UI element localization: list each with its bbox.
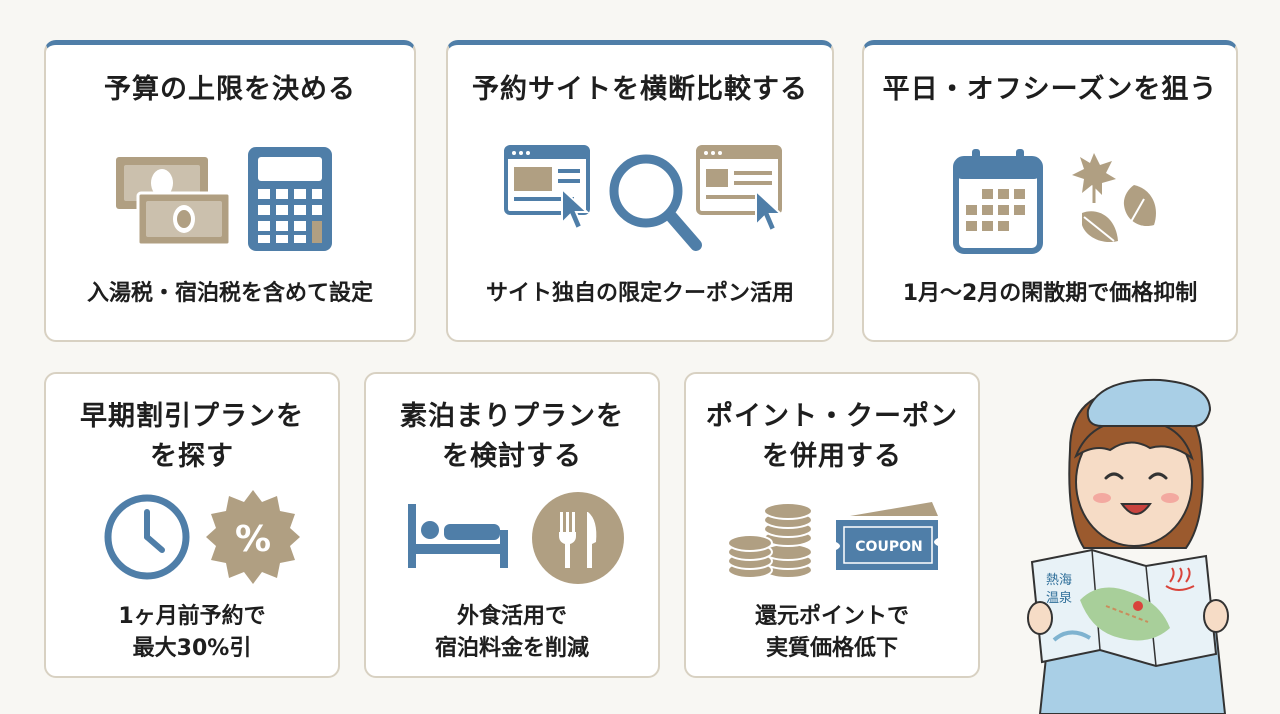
- browser-window-icon: [696, 145, 784, 233]
- card-title: 予約サイトを横断比較する: [472, 74, 808, 105]
- card-subtitle-line2: 宿泊料金を削減: [434, 636, 589, 661]
- magnifier-icon: [609, 154, 702, 251]
- card-subtitle: 入湯税・宿泊税を含めて設定: [86, 281, 373, 306]
- coupon-ticket-icon: COUPON: [836, 502, 938, 570]
- money-icon: [116, 157, 232, 247]
- tip-card-points-coupons: ポイント・クーポン を併用する COUPON 還元ポイントで 実質価格低下: [684, 372, 980, 678]
- tip-card-room-only: 素泊まりプランを を検討する 外食活用で 宿泊料金を削減: [364, 372, 660, 678]
- card-title: 予算の上限を決める: [104, 74, 356, 105]
- card-title: 平日・オフシーズンを狙う: [882, 74, 1218, 105]
- card-title-line2: を併用する: [762, 441, 902, 472]
- card-subtitle-line1: 1ヶ月前予約で: [118, 604, 266, 629]
- card-title-line2: を探す: [150, 441, 234, 472]
- percent-badge-text: %: [235, 519, 271, 560]
- map-label-line2: 温泉: [1046, 590, 1072, 606]
- leaf-icon: [1072, 153, 1156, 243]
- coupon-label: COUPON: [855, 539, 922, 555]
- card-title-line1: 素泊まりプランを: [400, 401, 624, 432]
- woman-with-map-illustration: 熱海 温泉: [1027, 378, 1229, 714]
- card-title-line1: ポイント・クーポン: [706, 401, 958, 432]
- card-subtitle: 1月〜2月の閑散期で価格抑制: [902, 281, 1198, 306]
- bed-icon: [408, 504, 508, 568]
- browser-window-icon: [504, 145, 590, 231]
- tip-card-early-booking: 早期割引プランを を探す % 1ヶ月前予約で 最大30%引: [44, 372, 340, 678]
- clock-icon: [104, 494, 190, 580]
- map-label-line1: 熱海: [1046, 573, 1072, 588]
- card-subtitle-line1: 還元ポイントで: [754, 604, 909, 629]
- card-subtitle-line1: 外食活用で: [456, 604, 567, 629]
- card-subtitle-line2: 実質価格低下: [765, 636, 898, 661]
- calculator-icon: [248, 147, 332, 251]
- card-subtitle-line2: 最大30%引: [132, 636, 252, 661]
- tip-card-compare-sites: 予約サイトを横断比較する サイト独自の限定クーポン活用: [446, 40, 834, 342]
- tip-card-off-season: 平日・オフシーズンを狙う 1月〜2月の閑散期で価格抑制: [862, 40, 1238, 342]
- tip-card-budget: 予算の上限を決める 入湯税・宿泊税を含めて設定: [44, 40, 416, 342]
- percent-badge-icon: %: [206, 490, 300, 584]
- card-title-line2: を検討する: [442, 441, 582, 472]
- coins-icon: [727, 502, 813, 579]
- fork-knife-icon: [532, 492, 624, 584]
- calendar-icon: [953, 149, 1043, 254]
- card-subtitle: サイト独自の限定クーポン活用: [485, 281, 794, 306]
- card-title-line1: 早期割引プランを: [80, 401, 304, 432]
